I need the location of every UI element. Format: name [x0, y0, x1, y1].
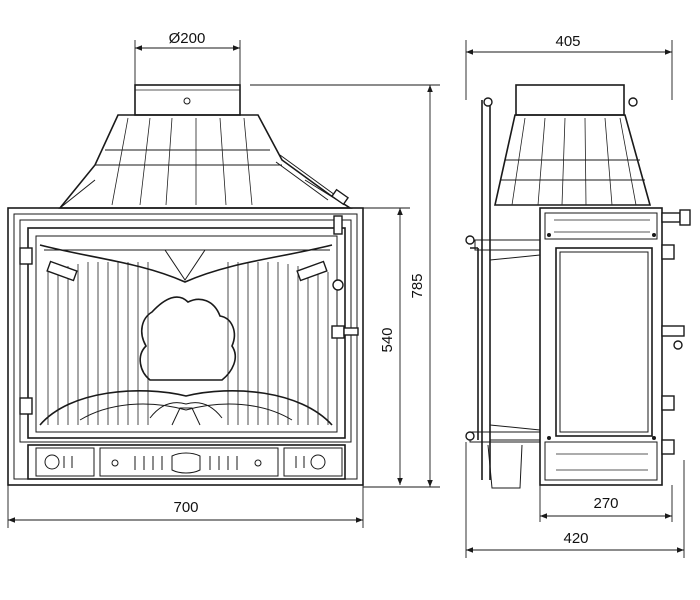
flue-collar	[134, 84, 241, 116]
dimension-labels: Ø200 700 785 540 405 270 420	[169, 30, 619, 547]
air-control-panel	[27, 444, 346, 480]
smoke-hood	[58, 114, 353, 209]
dim-side-top-depth: 405	[555, 33, 580, 50]
front-door	[19, 215, 359, 439]
side-door	[539, 207, 691, 486]
dim-front-height: 540	[379, 327, 396, 352]
grate-lines	[47, 262, 329, 425]
front-view	[7, 84, 364, 486]
dim-side-bottom-depth: 420	[563, 530, 588, 547]
dim-door-depth: 270	[593, 495, 618, 512]
dim-front-width: 700	[173, 499, 198, 516]
side-rear-frame	[481, 100, 491, 480]
side-flue-collar	[515, 84, 625, 116]
dim-total-height: 785	[409, 273, 426, 298]
side-view	[465, 84, 691, 489]
dim-flue-diameter: Ø200	[169, 30, 206, 47]
side-hood	[494, 114, 652, 206]
dimension-lines	[7, 40, 685, 558]
flame-cutout	[139, 296, 237, 381]
